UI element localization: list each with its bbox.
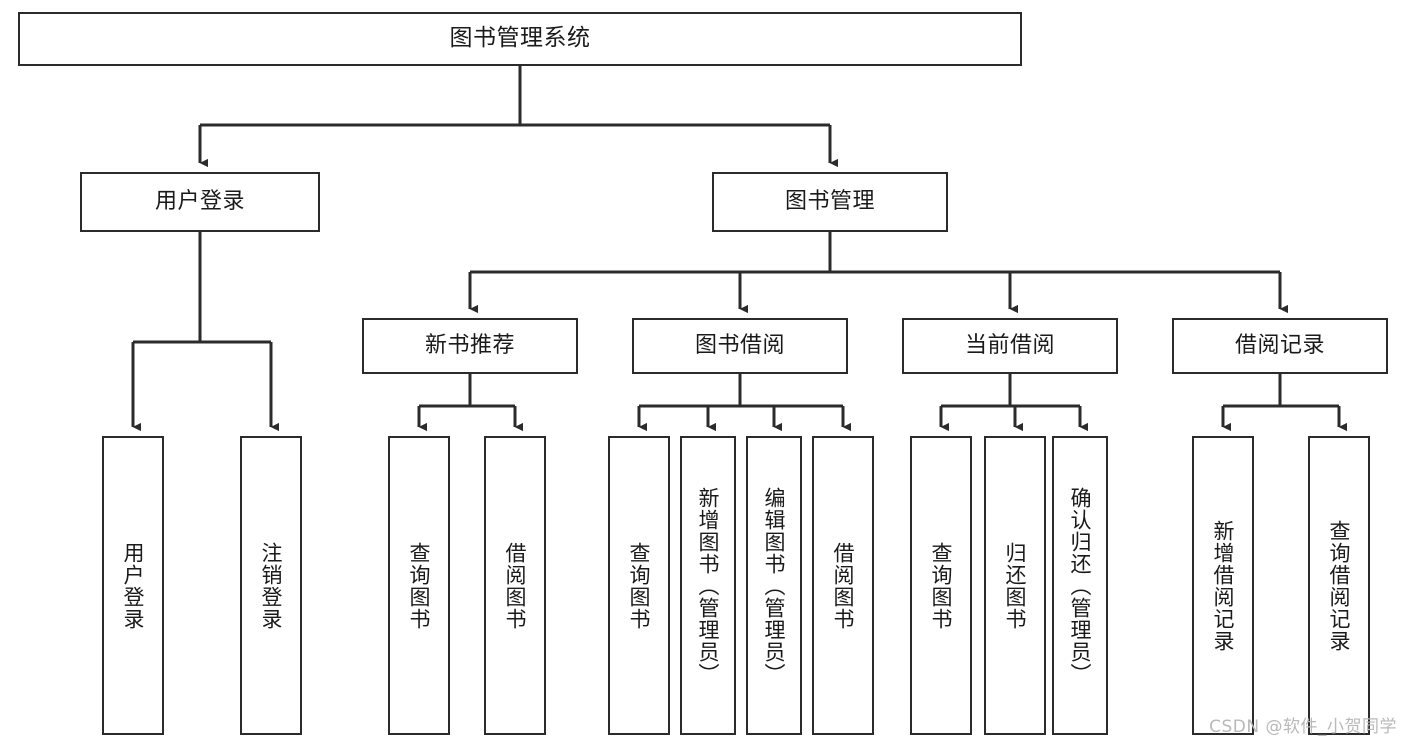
node-new-book-recommend[interactable]: 新书推荐 bbox=[362, 318, 578, 374]
node-leaf-confirm-return[interactable]: 确认归还（管理员） bbox=[1052, 436, 1108, 735]
node-label-leaf-query-book-recommend: 查询图书 bbox=[407, 541, 432, 630]
node-label-leaf-add-borrow-record: 新增借阅记录 bbox=[1211, 519, 1236, 652]
node-leaf-borrow-book[interactable]: 借阅图书 bbox=[812, 436, 874, 735]
node-leaf-query-book-borrow[interactable]: 查询图书 bbox=[608, 436, 670, 735]
node-label-new-book-recommend: 新书推荐 bbox=[424, 333, 515, 359]
node-leaf-query-book-recommend[interactable]: 查询图书 bbox=[388, 436, 450, 735]
node-label-current-borrow: 当前借阅 bbox=[964, 333, 1055, 359]
node-label-leaf-query-book-current: 查询图书 bbox=[929, 541, 954, 630]
node-book-borrow[interactable]: 图书借阅 bbox=[632, 318, 848, 374]
node-leaf-logout[interactable]: 注销登录 bbox=[240, 436, 302, 735]
node-label-root-system: 图书管理系统 bbox=[449, 25, 591, 52]
node-label-leaf-logout: 注销登录 bbox=[259, 541, 284, 630]
node-label-leaf-borrow-book-recommend: 借阅图书 bbox=[503, 541, 528, 630]
node-label-borrow-record: 借阅记录 bbox=[1234, 333, 1325, 359]
node-label-leaf-query-book-borrow: 查询图书 bbox=[627, 541, 652, 630]
node-book-manage[interactable]: 图书管理 bbox=[712, 172, 948, 232]
node-label-book-borrow: 图书借阅 bbox=[694, 333, 785, 359]
node-label-leaf-user-login: 用户登录 bbox=[121, 541, 146, 630]
node-user-login[interactable]: 用户登录 bbox=[80, 172, 320, 232]
node-label-user-login: 用户登录 bbox=[154, 189, 245, 215]
node-leaf-return-book[interactable]: 归还图书 bbox=[984, 436, 1046, 735]
node-label-leaf-edit-book: 编辑图书（管理员） bbox=[762, 486, 787, 685]
node-leaf-query-book-current[interactable]: 查询图书 bbox=[910, 436, 972, 735]
node-label-leaf-query-borrow-record: 查询借阅记录 bbox=[1327, 519, 1352, 652]
node-current-borrow[interactable]: 当前借阅 bbox=[902, 318, 1118, 374]
node-label-book-manage: 图书管理 bbox=[784, 189, 875, 215]
node-leaf-borrow-book-recommend[interactable]: 借阅图书 bbox=[484, 436, 546, 735]
node-leaf-user-login[interactable]: 用户登录 bbox=[102, 436, 164, 735]
node-leaf-add-book[interactable]: 新增图书（管理员） bbox=[680, 436, 736, 735]
node-root-system[interactable]: 图书管理系统 bbox=[18, 12, 1022, 66]
node-label-leaf-return-book: 归还图书 bbox=[1003, 541, 1028, 630]
node-leaf-edit-book[interactable]: 编辑图书（管理员） bbox=[746, 436, 802, 735]
node-leaf-query-borrow-record[interactable]: 查询借阅记录 bbox=[1308, 436, 1370, 735]
node-borrow-record[interactable]: 借阅记录 bbox=[1172, 318, 1388, 374]
node-label-leaf-confirm-return: 确认归还（管理员） bbox=[1068, 486, 1093, 685]
node-label-leaf-borrow-book: 借阅图书 bbox=[831, 541, 856, 630]
node-label-leaf-add-book: 新增图书（管理员） bbox=[696, 486, 721, 685]
node-leaf-add-borrow-record[interactable]: 新增借阅记录 bbox=[1192, 436, 1254, 735]
